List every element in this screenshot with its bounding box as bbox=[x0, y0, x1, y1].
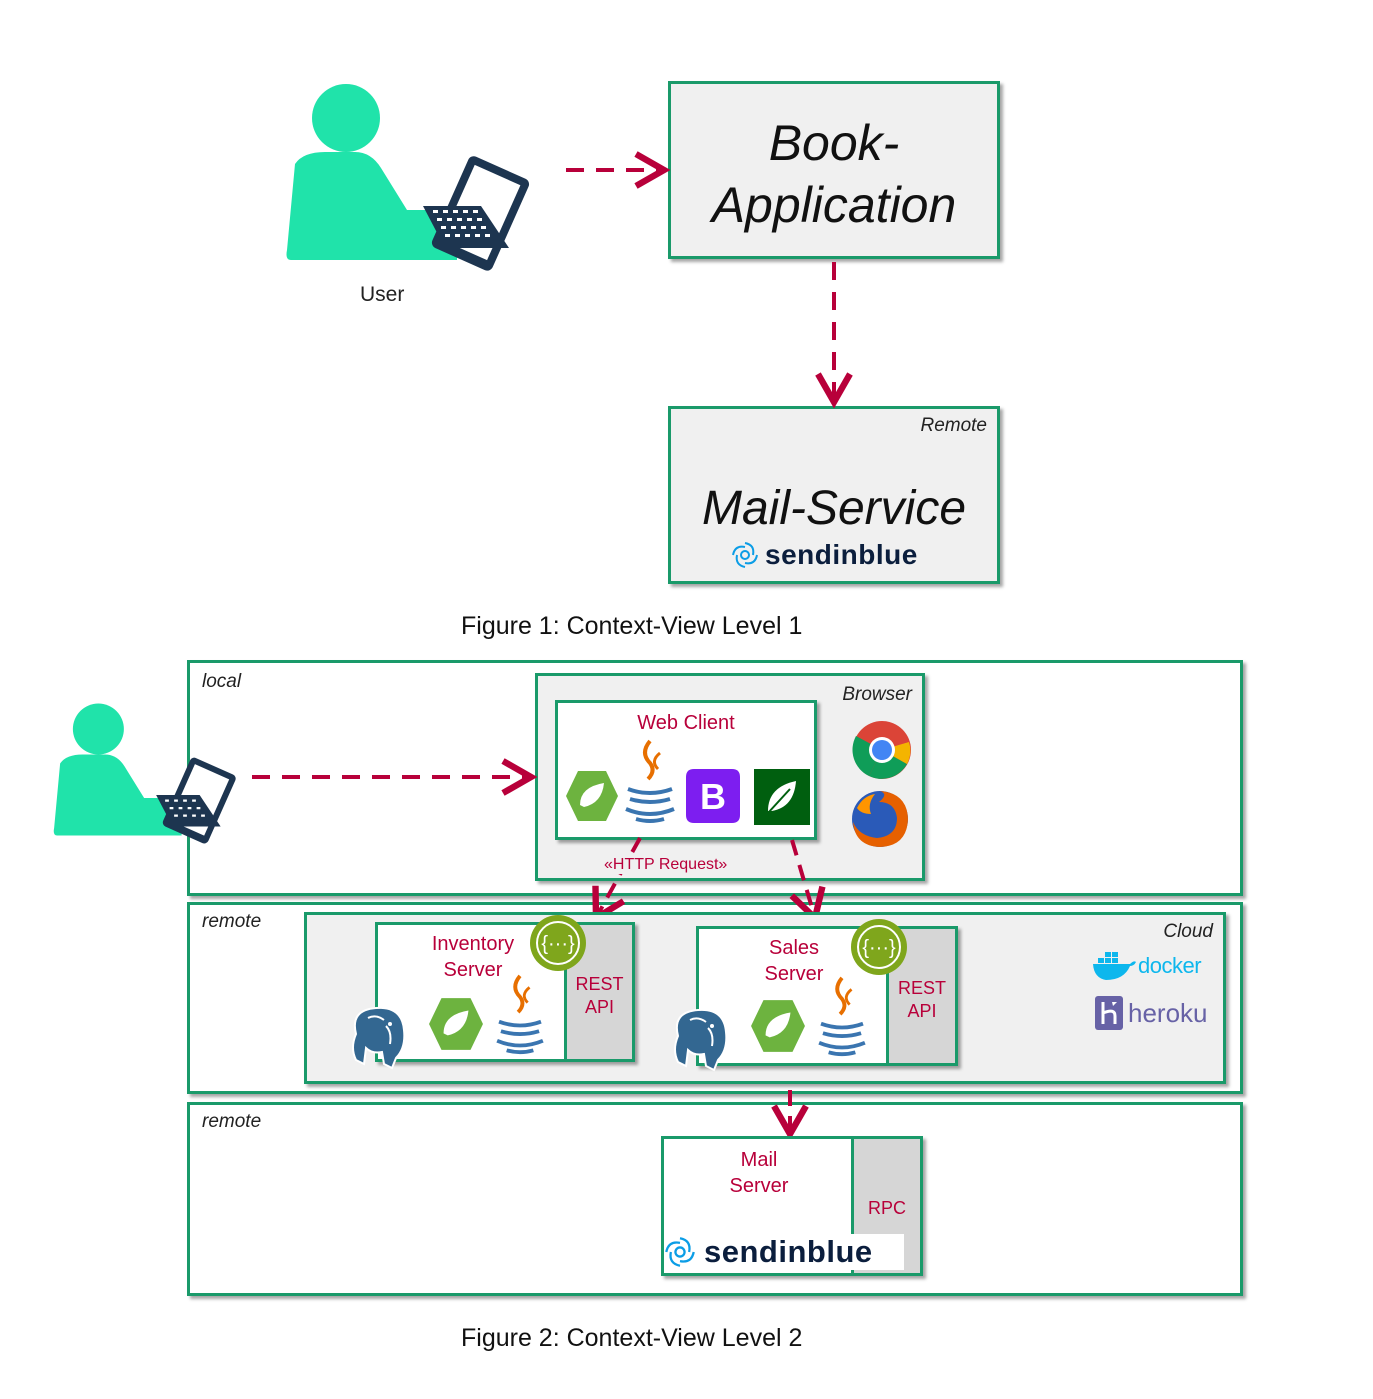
openapi-icon-sales: {···} bbox=[851, 919, 907, 975]
sendinblue-logo-mail: sendinblue bbox=[664, 1234, 904, 1270]
inventory-api-line1: REST bbox=[575, 974, 624, 994]
spring-icon bbox=[566, 771, 618, 821]
svg-text:B: B bbox=[700, 776, 726, 817]
bootstrap-icon: B bbox=[686, 769, 740, 823]
mail-server-label: Mail Server bbox=[674, 1147, 844, 1199]
inventory-rest-api: REST API bbox=[564, 925, 632, 1059]
sendinblue-text-mail: sendinblue bbox=[704, 1234, 873, 1269]
mail-rpc-label: RPC bbox=[867, 1198, 906, 1218]
sendinblue-logo: sendinblue bbox=[731, 539, 918, 571]
figure1-caption: Figure 1: Context-View Level 1 bbox=[461, 612, 803, 640]
heroku-logo: heroku bbox=[1095, 996, 1208, 1030]
spring-icon-sales bbox=[751, 1000, 805, 1052]
mail-service-title: Mail-Service bbox=[701, 482, 967, 535]
sales-api-line2: API bbox=[907, 1001, 937, 1022]
browser-label: Browser bbox=[842, 684, 912, 705]
web-client-label: Web Client bbox=[637, 712, 735, 734]
inventory-line2: Server bbox=[443, 959, 503, 981]
spring-icon-inventory bbox=[429, 998, 483, 1050]
docker-logo: docker bbox=[1092, 950, 1202, 982]
firefox-icon bbox=[852, 791, 908, 847]
sales-api-line1: REST bbox=[897, 978, 946, 998]
sales-line1: Sales bbox=[768, 937, 820, 959]
sendinblue-swirl-icon bbox=[732, 542, 758, 568]
zone-remote2-label: remote bbox=[202, 1111, 262, 1132]
sales-line2: Server bbox=[764, 963, 824, 985]
zone-local-label: local bbox=[202, 671, 242, 692]
inventory-server-box: Inventory Server REST API bbox=[375, 922, 635, 1062]
book-app-line2: Application bbox=[711, 177, 957, 233]
sales-server-label: Sales Server bbox=[709, 935, 879, 987]
mail-service-box: Remote Mail-Service sendinblue bbox=[668, 406, 1000, 584]
web-client-box: Web Client B bbox=[555, 700, 817, 840]
svg-text:{···}: {···} bbox=[862, 937, 896, 959]
cloud-label: Cloud bbox=[1163, 921, 1213, 942]
inventory-api-line2: API bbox=[584, 997, 614, 1018]
java-icon-inventory bbox=[496, 974, 544, 1055]
heroku-icon bbox=[1095, 996, 1123, 1030]
docker-whale-icon bbox=[1093, 952, 1136, 980]
chrome-icon bbox=[852, 721, 911, 779]
zone-remote1-label: remote bbox=[202, 911, 262, 932]
postgresql-icon-sales bbox=[674, 1008, 728, 1072]
inventory-line1: Inventory bbox=[431, 933, 515, 955]
user-icon bbox=[286, 84, 530, 271]
user-icon-small bbox=[53, 703, 236, 844]
user-label: User bbox=[360, 283, 405, 306]
mail-line2: Server bbox=[729, 1175, 789, 1197]
inventory-server-label: Inventory Server bbox=[388, 931, 558, 983]
docker-text: docker bbox=[1138, 953, 1202, 978]
sendinblue-text: sendinblue bbox=[765, 539, 918, 570]
http-request-label: «HTTP Request» bbox=[602, 856, 730, 874]
svg-text:{···}: {···} bbox=[541, 933, 575, 955]
book-application-box: Book- Application bbox=[668, 81, 1000, 259]
remote-tag: Remote bbox=[920, 415, 987, 436]
heroku-text: heroku bbox=[1128, 997, 1208, 1028]
postgresql-icon-inventory bbox=[352, 1006, 406, 1070]
openapi-icon-inventory: {···} bbox=[530, 915, 586, 971]
book-app-line1: Book- bbox=[768, 115, 900, 171]
java-icon-sales bbox=[818, 976, 866, 1057]
thymeleaf-icon bbox=[754, 769, 810, 825]
mail-server-box: Mail Server RPC sendinblue bbox=[661, 1136, 923, 1276]
java-icon bbox=[625, 739, 675, 823]
mail-line1: Mail bbox=[740, 1149, 778, 1171]
figure2-caption: Figure 2: Context-View Level 2 bbox=[461, 1324, 803, 1352]
sendinblue-swirl-icon bbox=[665, 1237, 695, 1267]
